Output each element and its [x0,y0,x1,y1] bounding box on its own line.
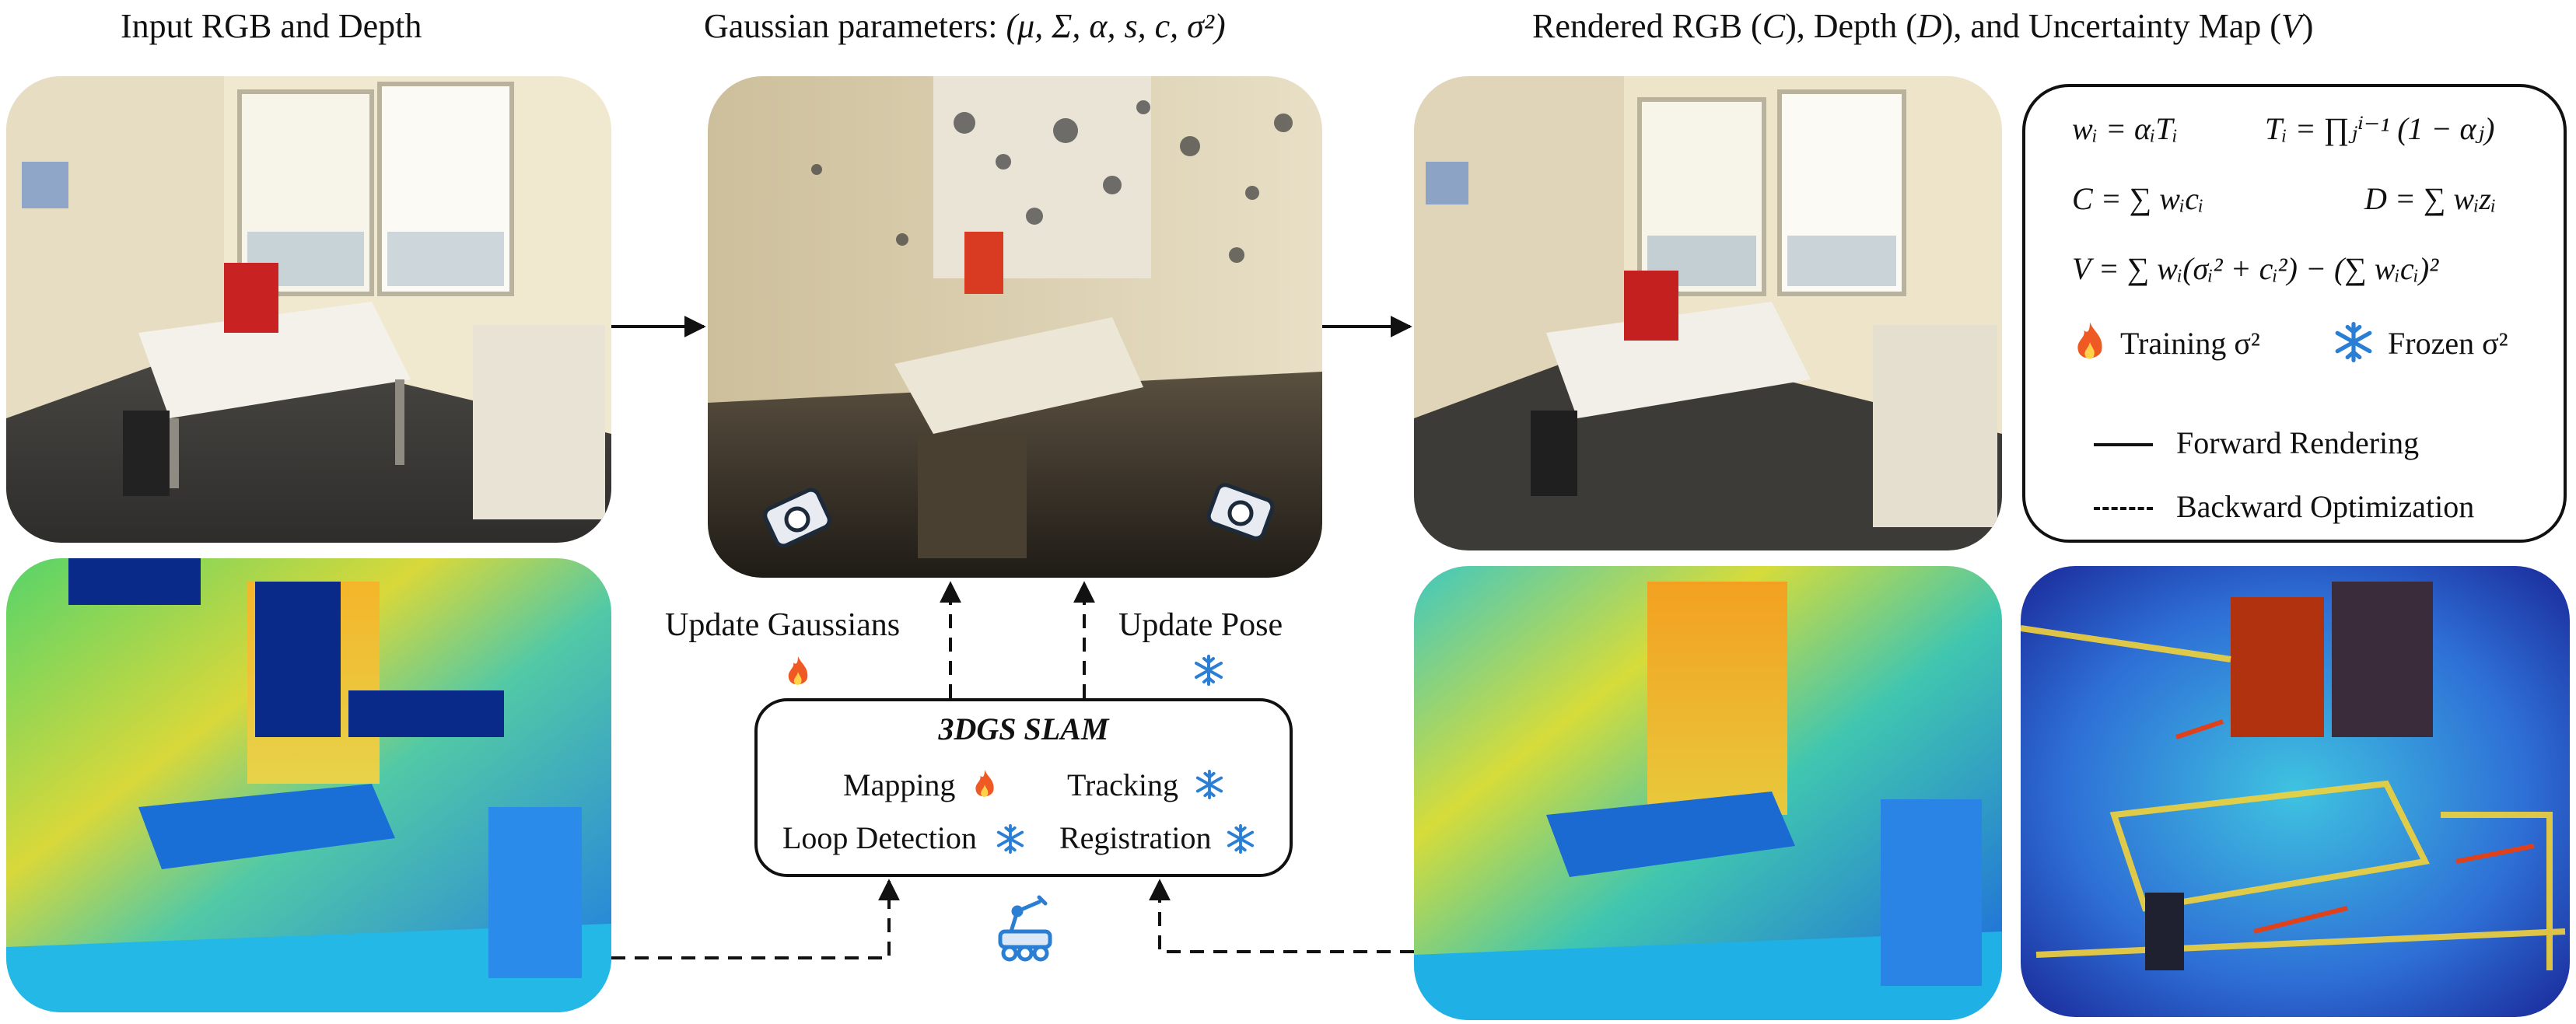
camera-icon [1206,474,1276,544]
solid-line-sample [2094,443,2153,446]
gaussian-title-prefix: Gaussian parameters: [704,7,998,45]
rendered-title-c: C [1762,7,1786,45]
snowflake-icon [996,824,1025,858]
eq-depth: D = ∑ wᵢzᵢ [2364,181,2497,216]
snowflake-icon [2333,322,2374,366]
gaussian-image [708,76,1322,578]
slam-registration: Registration [1059,820,1212,855]
rendered-title-v: V [2280,7,2302,45]
flame-icon [784,655,812,693]
input-depth-image [6,558,611,1012]
legend-frozen: Frozen σ² [2388,326,2508,361]
gaussian-title-params: (μ, Σ, α, s, c, σ²) [1006,7,1226,45]
snowflake-icon [1195,770,1224,803]
camera-icon [762,481,832,550]
input-rgb-image [6,76,611,543]
rendered-rgb-image [1414,76,2002,550]
input-title: Input RGB and Depth [121,7,422,45]
eq-color: C = ∑ wᵢcᵢ [2072,181,2204,216]
robot-icon [994,894,1056,968]
rendered-depth-image [1414,566,2002,1020]
eq-transmittance: Tᵢ = ∏ⱼⁱ⁻¹ (1 − αⱼ) [2265,111,2495,146]
slam-tracking: Tracking [1067,767,1178,802]
update-gaussians-label: Update Gaussians [665,607,901,643]
eq-weight: wᵢ = αᵢTᵢ [2072,111,2178,146]
legend-forward: Forward Rendering [2176,425,2420,460]
legend-training: Training σ² [2120,326,2260,361]
gaussian-title: Gaussian parameters: (μ, Σ, α, s, c, σ²) [704,6,1226,46]
arrow-depth-to-slam [611,879,900,959]
rendered-title-suffix: ) [2301,7,2314,45]
rendered-title-prefix: Rendered RGB ( [1532,7,1762,45]
update-pose-label: Update Pose [1118,607,1283,643]
flame-icon [971,768,998,805]
slam-box: 3DGS SLAM Mapping Tracking Loop Detectio… [754,698,1293,877]
rendered-title-mid1: ), Depth ( [1785,7,1917,45]
slam-mapping: Mapping [843,767,956,802]
slam-loop-detection: Loop Detection [782,820,977,855]
slam-title: 3DGS SLAM [938,711,1109,746]
rendered-title: Rendered RGB (C), Depth (D), and Uncerta… [1532,6,2313,46]
rendered-title-d: D [1916,7,1942,45]
flame-icon [2072,320,2108,368]
snowflake-icon [1193,655,1224,690]
uncertainty-image [2021,566,2570,1017]
legend-backward: Backward Optimization [2176,489,2475,524]
snowflake-icon [1226,824,1255,858]
rendered-title-mid2: ), and Uncertainty Map ( [1941,7,2281,45]
legend-box: wᵢ = αᵢTᵢ Tᵢ = ∏ⱼⁱ⁻¹ (1 − αⱼ) C = ∑ wᵢcᵢ… [2022,84,2567,543]
eq-uncertainty: V = ∑ wᵢ(σᵢ² + cᵢ²) − (∑ wᵢcᵢ)² [2072,251,2439,286]
dashed-line-sample [2094,507,2153,510]
arrow-render-to-slam [1149,879,1414,953]
